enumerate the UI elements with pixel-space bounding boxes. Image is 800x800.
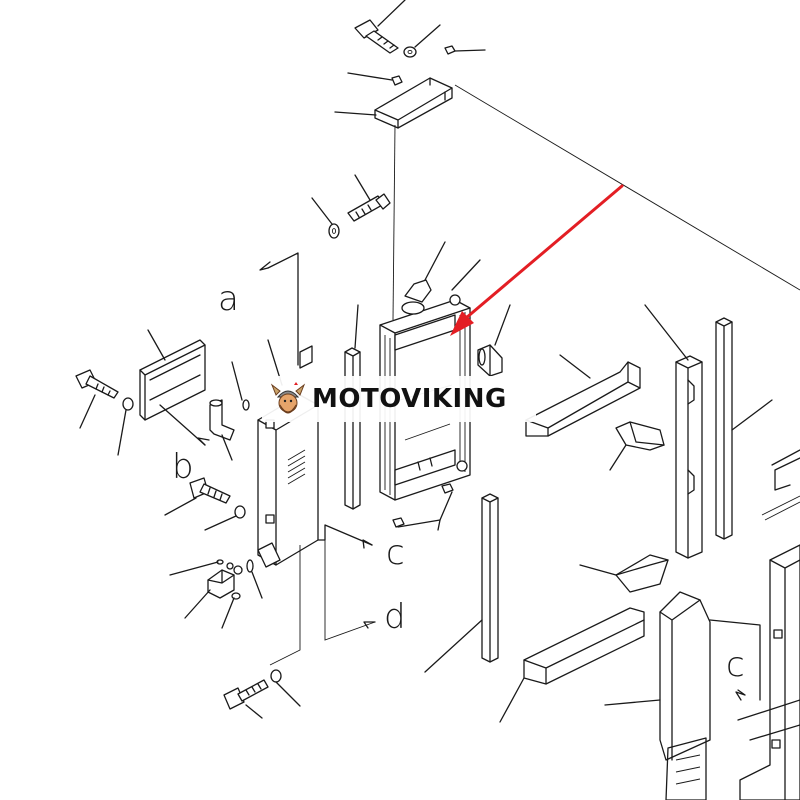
lower-washer [204,505,246,531]
red-pointer-arrow [450,184,624,336]
callout-d-leader [324,540,376,641]
oring-small [231,361,250,411]
callout-d: d [384,597,406,637]
top-washer [403,24,441,58]
radiator-cap [401,301,425,315]
viking-helmet-icon [270,382,306,414]
lower-fitting [246,542,281,599]
upper-left-washer [311,197,340,239]
vertical-seal-2 [715,317,773,540]
left-washer [117,397,134,456]
drain-valve [184,562,243,619]
hinge-plate [139,329,210,446]
foam-block-1 [525,354,641,437]
side-support [257,339,319,566]
callout-c-right-arrowhead [735,689,746,701]
callout-d-guide [269,545,301,666]
bottom-bolt [223,679,269,719]
callout-c: c [386,533,405,573]
callout-a-arrowhead [259,261,271,271]
callout-a: a [218,279,239,319]
bracket-nut [347,72,403,86]
drain-oring [169,559,241,629]
callout-b: b [172,447,194,487]
top-bolt [354,0,406,54]
seal-strip-tall [424,493,499,673]
left-bolt [75,369,119,429]
lower-bolt [164,477,231,516]
foam-block-2 [499,607,645,723]
callout-a-leader [267,252,299,366]
callout-d-arrowhead [363,621,376,629]
callout-c-right: c [726,645,745,685]
watermark: MOTOVIKING [262,376,536,422]
watermark-brand: MOTOVIKING [312,384,507,414]
upper-left-bolt [347,174,391,222]
top-bracket [334,77,453,321]
elbow-fitting [209,399,235,461]
tall-panel [604,591,711,761]
vertical-seal-1 [644,304,703,559]
callout-c-leader [317,524,373,546]
frame-assembly [665,449,800,800]
top-nut [444,45,486,55]
callout-c-arrowhead [362,539,373,549]
rubber-pad-2 [579,554,669,593]
radiator-bottom-nut [392,483,454,531]
sensor-fitting [477,304,511,377]
bottom-washer [270,669,301,707]
guide-line [454,84,800,291]
rubber-pad-1 [609,421,665,471]
radiator [379,241,481,501]
